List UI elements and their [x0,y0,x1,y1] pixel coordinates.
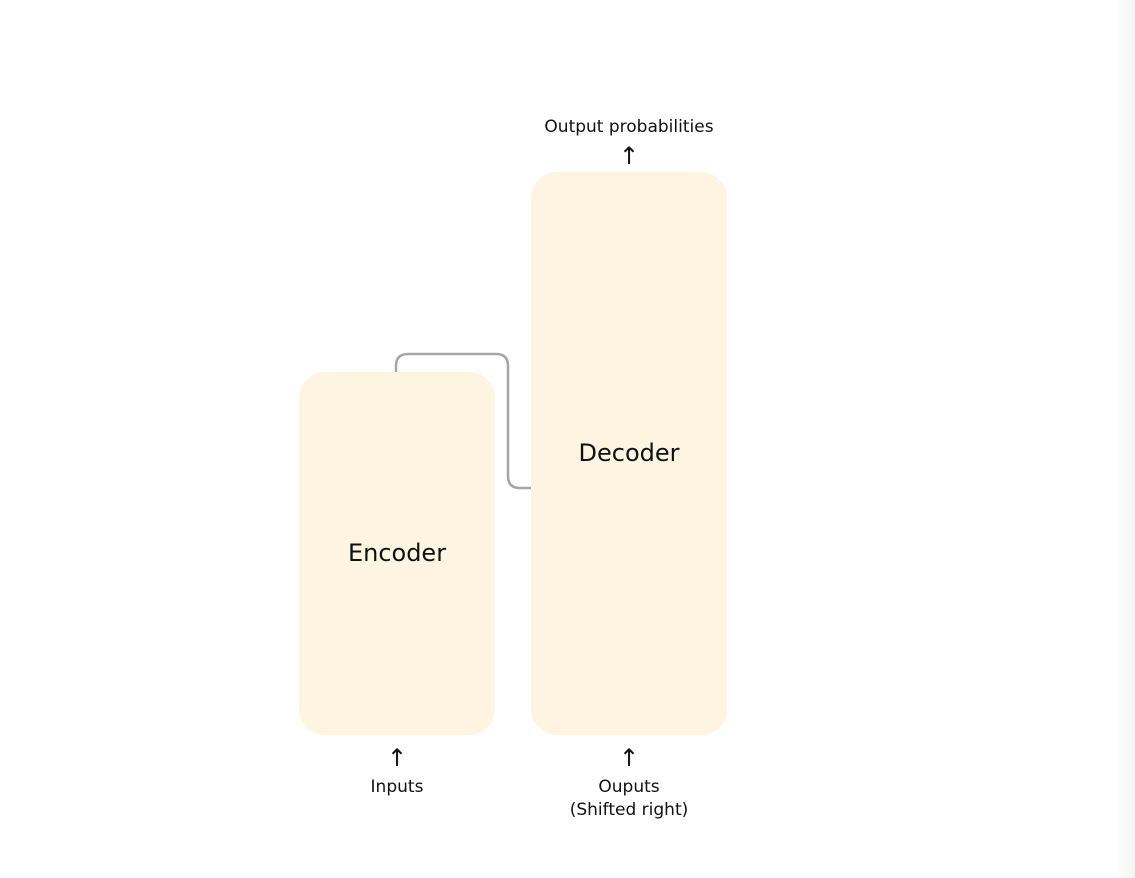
inputs-label: Inputs [370,777,424,797]
encoder-block: Encoder [299,372,495,735]
decoder-block: Decoder [531,172,727,735]
output-arrow-icon: ↑ [618,142,640,170]
decoder-input-arrow-icon: ↑ [618,744,640,772]
outputs-label: Ouputs [598,777,660,797]
encoder-label: Encoder [347,539,447,567]
output-probabilities-label: Output probabilities [544,117,714,137]
encoder-input-arrow-icon: ↑ [386,744,408,772]
shifted-right-label: (Shifted right) [569,800,689,820]
decoder-label: Decoder [578,439,680,467]
window-edge [1115,0,1135,878]
